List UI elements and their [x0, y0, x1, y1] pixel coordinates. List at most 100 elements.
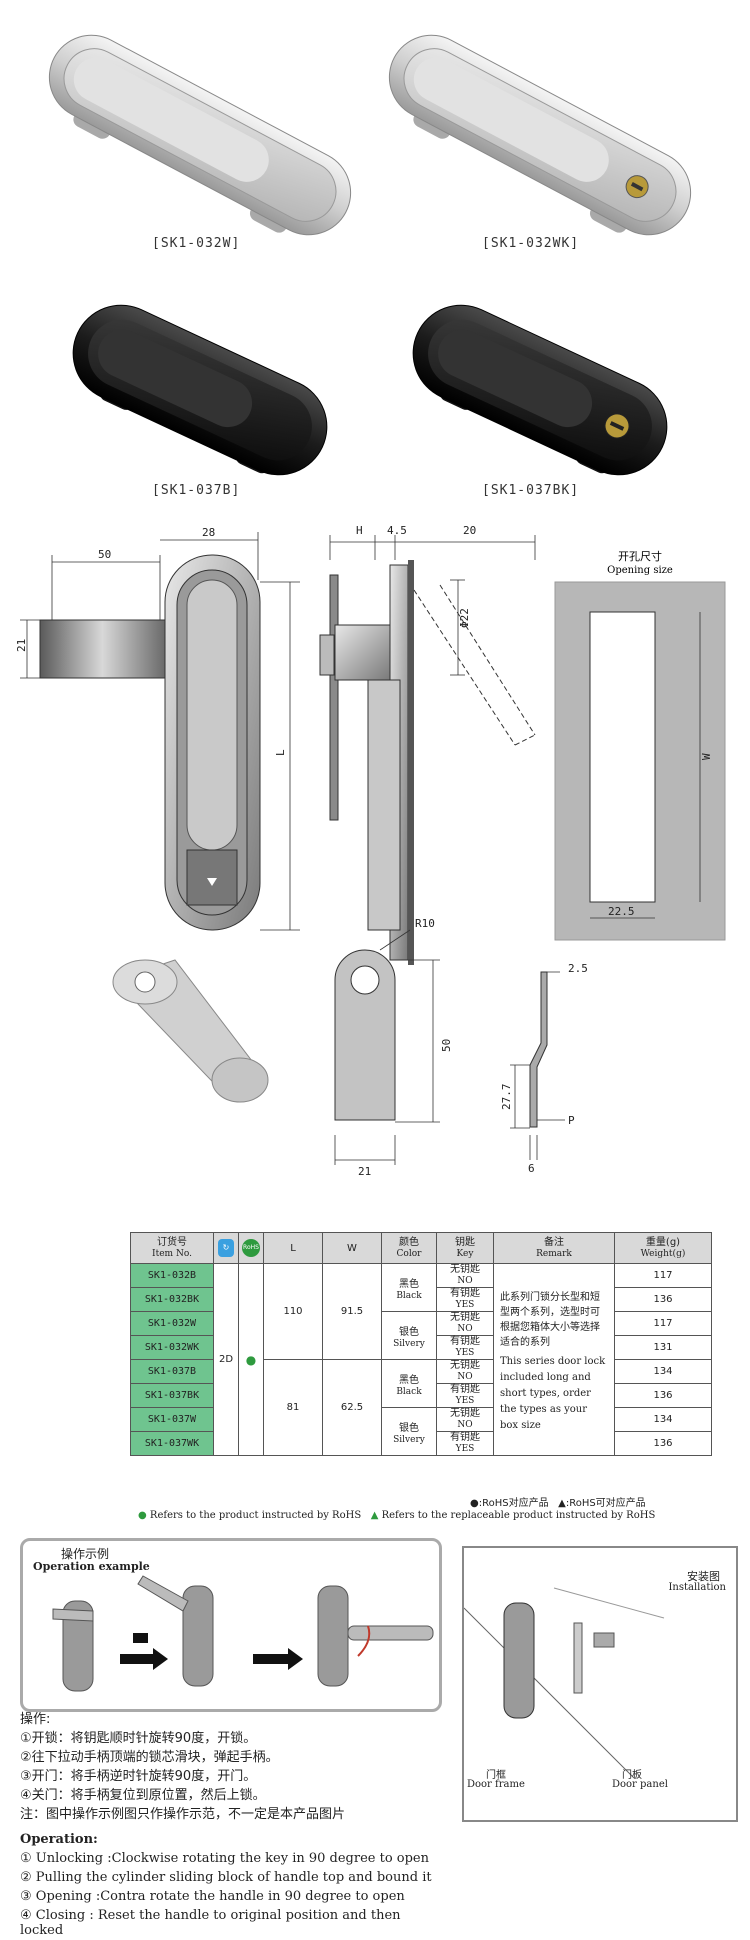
cam-photo [112, 959, 269, 1103]
key-cn: 有钥匙 [450, 1336, 480, 1347]
note-replace: Refers to the replaceable product instru… [381, 1510, 656, 1521]
operation-en-line: ④ Closing : Reset the handle to original… [20, 1908, 401, 1923]
header-item-en: Item No. [152, 1248, 192, 1259]
dim-21b: 21 [358, 1165, 371, 1178]
operation-cn-line: ①开锁：将钥匙顺时针旋转90度，开锁。 [20, 1731, 257, 1746]
legend-replace-text: ▲:RoHS可对应产品 [558, 1498, 646, 1509]
operation-en-line: ③ Opening :Contra rotate the handle in 9… [20, 1889, 405, 1904]
key-en: YES [455, 1396, 475, 1406]
rohs-notes: ● Refers to the product instructed by Ro… [138, 1510, 655, 1521]
width-value: 62.5 [322, 1359, 382, 1456]
product-photos [48, 34, 692, 476]
rohs-blue-icon: ↻ [218, 1239, 234, 1257]
installation-title-cn: 安装图 [687, 1570, 720, 1583]
operation-en-line: ② Pulling the cylinder sliding block of … [20, 1870, 432, 1885]
operation-en-title: Operation: [20, 1832, 98, 1847]
operation-cn-line: 注：图中操作示例图只作操作示范，不一定是本产品图片 [20, 1807, 346, 1822]
remark-cn: 此系列门锁分长型和短型两个系列，选型时可根据您箱体大小等选择适合的系列 [500, 1291, 600, 1348]
legend-rohs-text: ●:RoHS对应产品 [470, 1498, 549, 1509]
header-weight-cn: 重量(g) [645, 1236, 681, 1248]
weight-value: 117 [614, 1311, 712, 1336]
remark-en: This series door lock included long and … [500, 1355, 606, 1431]
dim-P: P [568, 1114, 575, 1127]
key-en: NO [457, 1276, 473, 1286]
dim-2-5: 2.5 [568, 962, 588, 975]
door-panel-en: Door panel [612, 1779, 668, 1790]
key-cn: 无钥匙 [450, 1408, 480, 1419]
width-value: 91.5 [322, 1263, 382, 1360]
color-cn: 银色 [399, 1422, 419, 1434]
dim-W: W [700, 753, 713, 760]
dim-phi22: Φ22 [458, 608, 471, 628]
operation-steps-illustration [52, 1575, 434, 1692]
item-no: SK1-037WK [130, 1431, 214, 1456]
color-en: Black [396, 1386, 422, 1397]
weight-value: 117 [614, 1263, 712, 1288]
operation-instructions-en: Operation: ① Unlocking :Clockwise rotati… [20, 1830, 740, 1940]
key-cn: 有钥匙 [450, 1432, 480, 1443]
key-en: NO [457, 1324, 473, 1334]
header-W: W [322, 1232, 382, 1264]
operation-cn-line: ②往下拉动手柄顶端的锁芯滑块，弹起手柄。 [20, 1750, 279, 1765]
color-en: Silvery [393, 1338, 425, 1349]
weight-value: 136 [614, 1383, 712, 1408]
type-2d: 2D [213, 1263, 239, 1456]
dim-6: 6 [528, 1162, 535, 1175]
key-en: YES [455, 1444, 475, 1454]
dim-L: L [274, 749, 287, 756]
operation-cn-line: ④关门：将手柄复位到原位置，然后上锁。 [20, 1788, 266, 1803]
header-key-cn: 钥匙 [455, 1236, 475, 1248]
installation-title-en: Installation [668, 1582, 726, 1593]
weight-value: 131 [614, 1335, 712, 1360]
technical-drawing: 50 28 21 L H 4.5 20 Φ22 开孔尺寸 Opening siz… [15, 524, 726, 1178]
dim-R10: R10 [415, 917, 435, 930]
product-image-sk1-032w [48, 34, 352, 236]
key-cn: 有钥匙 [450, 1288, 480, 1299]
operation-example-panel: 操作示例 Operation example [20, 1538, 442, 1712]
key-icon [133, 1633, 148, 1643]
weight-value: 136 [614, 1431, 712, 1456]
item-no: SK1-037BK [130, 1383, 214, 1408]
replace-triangle-icon: ▲ [370, 1510, 379, 1521]
installation-panel: 安装图 Installation 门框 Door frame 门板 Door p… [462, 1546, 738, 1822]
rohs-green-icon: RoHS [242, 1239, 260, 1257]
operation-cn-line: ③开门：将手柄逆时针旋转90度，开门。 [20, 1769, 257, 1784]
operation-en-line: ① Unlocking :Clockwise rotating the key … [20, 1851, 429, 1866]
product-image-sk1-032wk [388, 34, 692, 236]
key-en: NO [457, 1372, 473, 1382]
rohs-dot-icon: ● [245, 1352, 257, 1367]
front-view-handle [39, 619, 166, 679]
color-en: Silvery [393, 1434, 425, 1445]
note-rohs: Refers to the product instructed by RoHS [149, 1510, 362, 1521]
header-item-cn: 订货号 [157, 1236, 187, 1248]
product-image-sk1-037bk [412, 304, 668, 476]
header-color-en: Color [396, 1248, 422, 1259]
item-no: SK1-032WK [130, 1335, 214, 1360]
color-cn: 银色 [399, 1326, 419, 1338]
key-cn: 有钥匙 [450, 1384, 480, 1395]
key-cn: 无钥匙 [450, 1264, 480, 1275]
item-no: SK1-032B [130, 1263, 214, 1288]
dim-50b: 50 [440, 1039, 453, 1052]
key-en: NO [457, 1420, 473, 1430]
weight-value: 134 [614, 1359, 712, 1384]
product-image-sk1-037b [72, 304, 328, 476]
dim-27-7: 27.7 [500, 1084, 513, 1111]
key-cn: 无钥匙 [450, 1360, 480, 1371]
arrow-right-icon [253, 1648, 303, 1670]
arrow-right-icon [120, 1648, 168, 1670]
item-no: SK1-037B [130, 1359, 214, 1384]
weight-value: 134 [614, 1407, 712, 1432]
dim-21: 21 [15, 639, 28, 652]
dim-H: H [356, 524, 363, 537]
dim-4-5: 4.5 [387, 524, 407, 537]
item-no: SK1-032W [130, 1311, 214, 1336]
header-key-en: Key [456, 1248, 474, 1259]
key-cn: 无钥匙 [450, 1312, 480, 1323]
header-remark-en: Remark [536, 1248, 572, 1259]
